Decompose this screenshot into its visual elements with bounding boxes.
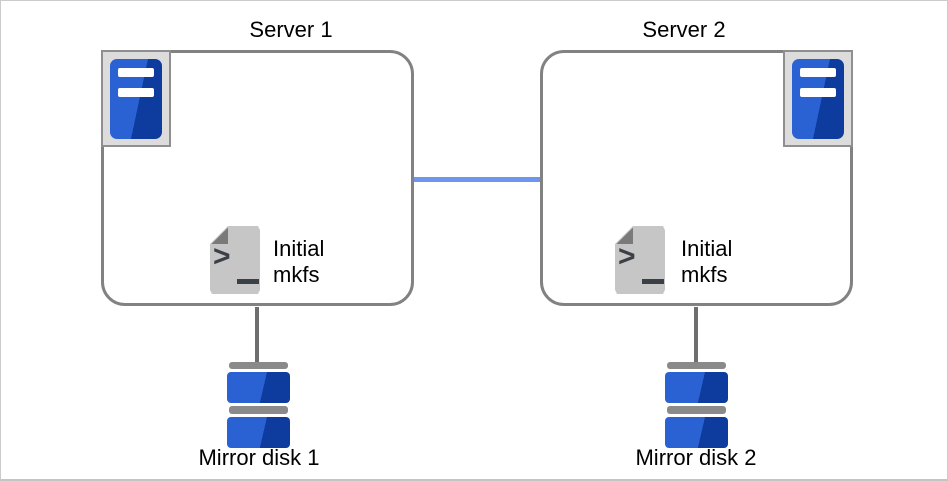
terminal-prompt-glyph: > — [618, 240, 636, 273]
tower-slot — [800, 87, 836, 97]
server-tower-icon — [792, 58, 844, 139]
server2-computer-icon — [783, 50, 853, 147]
mirror-disk1-icon — [227, 362, 290, 451]
disk-platter — [227, 372, 290, 403]
terminal-underscore — [237, 279, 259, 284]
server1-computer-icon — [101, 50, 171, 147]
server1-title: Server 1 — [249, 17, 333, 42]
script1-label: Initial mkfs — [273, 236, 324, 288]
script-label-line2: mkfs — [681, 262, 728, 287]
script-file-icon: > — [210, 226, 260, 294]
tower-slot — [118, 67, 154, 77]
tower-slot — [800, 67, 836, 77]
disk-platter — [665, 372, 728, 403]
script-label-line2: mkfs — [273, 262, 320, 287]
mirror-link-line — [414, 177, 540, 182]
terminal-prompt-glyph: > — [213, 240, 231, 273]
tower-slot — [118, 87, 154, 97]
disk-platter — [227, 417, 290, 448]
mirror-disk2-label: Mirror disk 2 — [635, 445, 757, 470]
mirror-disk2-icon — [665, 362, 728, 451]
script-label-line1: Initial — [681, 236, 733, 261]
server2-title: Server 2 — [642, 17, 726, 42]
script-file-icon: > — [615, 226, 665, 294]
disk-connector-line — [694, 307, 698, 367]
script-label-line1: Initial — [273, 236, 325, 261]
script2-label: Initial mkfs — [681, 236, 732, 288]
disk-connector-line — [255, 307, 259, 367]
disk-cap — [229, 362, 288, 369]
mirror-disk1-label: Mirror disk 1 — [198, 445, 320, 470]
disk-cap — [667, 362, 726, 369]
disk-cap — [229, 406, 288, 414]
server-tower-icon — [110, 58, 162, 139]
disk-platter — [665, 417, 728, 448]
terminal-underscore — [642, 279, 664, 284]
disk-cap — [667, 406, 726, 414]
